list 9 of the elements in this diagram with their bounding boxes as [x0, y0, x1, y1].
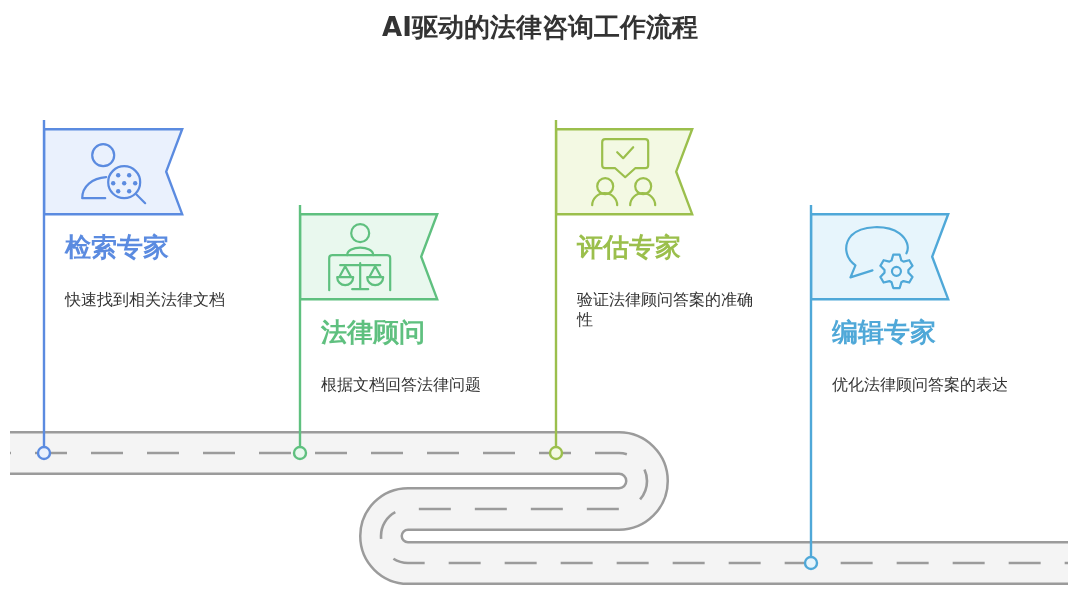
- step-description: 快速找到相关法律文档: [65, 290, 225, 310]
- step-description: 优化法律顾问答案的表达: [832, 375, 1008, 395]
- step-heading: 编辑专家: [832, 316, 936, 348]
- diagram-title: AI驱动的法律咨询工作流程: [382, 11, 698, 44]
- step-description: 验证法律顾问答案的准确性: [577, 290, 754, 330]
- step-heading: 检索专家: [65, 231, 169, 263]
- step-description: 根据文档回答法律问题: [321, 375, 481, 395]
- step-heading: 法律顾问: [321, 316, 425, 348]
- step-heading: 评估专家: [577, 231, 681, 263]
